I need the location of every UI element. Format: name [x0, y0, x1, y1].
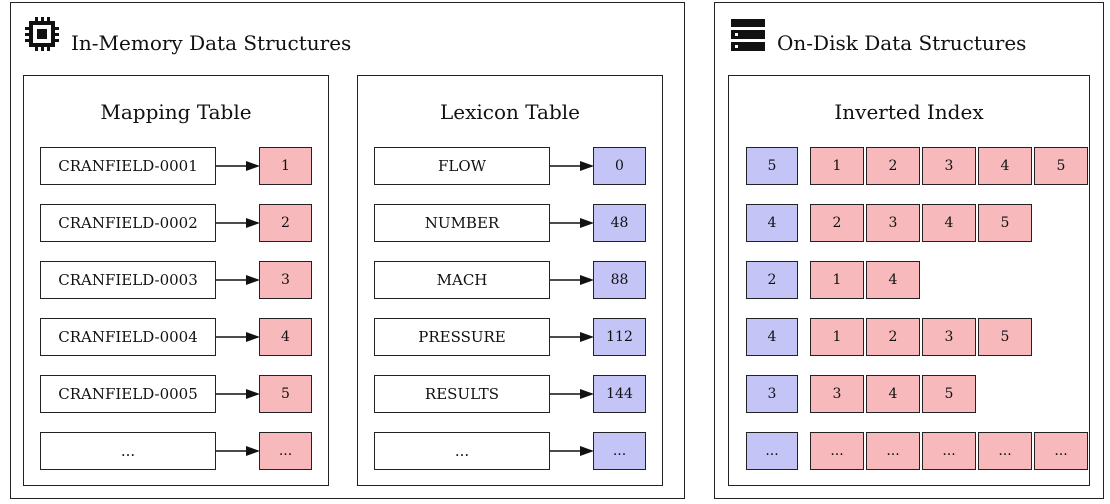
key-box: CRANFIELD-0001: [40, 147, 216, 185]
key-box: CRANFIELD-0005: [40, 375, 216, 413]
posting-count-cell: 4: [746, 204, 798, 242]
key-box: CRANFIELD-0002: [40, 204, 216, 242]
posting-count-cell: 2: [746, 261, 798, 299]
posting-doc-cell: 4: [866, 261, 920, 299]
posting-doc-cell: ...: [866, 432, 920, 470]
on-disk-panel: On-Disk Data Structures Inverted Index 5…: [714, 2, 1104, 499]
posting-doc-cell: 4: [922, 204, 976, 242]
key-box: MACH: [374, 261, 550, 299]
posting-doc-cell: 5: [978, 204, 1032, 242]
posting-doc-cell: 4: [866, 375, 920, 413]
key-box: CRANFIELD-0003: [40, 261, 216, 299]
server-storage-icon: [731, 19, 765, 55]
posting-doc-cell: 4: [978, 147, 1032, 185]
value-cell: 48: [593, 204, 646, 242]
arrow: [550, 218, 594, 228]
mapping-table-title: Mapping Table: [100, 100, 252, 124]
value-cell: 4: [259, 318, 312, 356]
posting-doc-cell: 3: [810, 375, 864, 413]
value-cell: 88: [593, 261, 646, 299]
arrow: [216, 275, 260, 285]
arrow: [550, 275, 594, 285]
posting-doc-cell: 3: [866, 204, 920, 242]
lexicon-table-title: Lexicon Table: [439, 100, 581, 124]
posting-doc-cell: ...: [810, 432, 864, 470]
in-memory-panel: In-Memory Data Structures Mapping Table …: [10, 2, 685, 499]
posting-doc-cell: 3: [922, 147, 976, 185]
arrow: [550, 446, 594, 456]
posting-doc-cell: ...: [1034, 432, 1088, 470]
value-cell: 3: [259, 261, 312, 299]
arrow: [550, 161, 594, 171]
posting-doc-cell: 5: [1034, 147, 1088, 185]
posting-doc-cell: ...: [978, 432, 1032, 470]
posting-count-cell: ...: [746, 432, 798, 470]
key-box: NUMBER: [374, 204, 550, 242]
in-memory-title: In-Memory Data Structures: [71, 31, 352, 55]
arrow: [550, 389, 594, 399]
posting-doc-cell: 5: [978, 318, 1032, 356]
value-cell: 112: [593, 318, 646, 356]
arrow: [216, 389, 260, 399]
posting-doc-cell: 2: [866, 318, 920, 356]
arrow: [216, 446, 260, 456]
value-cell: 0: [593, 147, 646, 185]
inverted-index-title: Inverted Index: [834, 100, 984, 124]
arrow: [216, 332, 260, 342]
key-box: ...: [40, 432, 216, 470]
key-box: CRANFIELD-0004: [40, 318, 216, 356]
value-cell: 2: [259, 204, 312, 242]
value-cell: ...: [259, 432, 312, 470]
posting-doc-cell: ...: [922, 432, 976, 470]
arrow: [216, 161, 260, 171]
arrow: [550, 332, 594, 342]
value-cell: 5: [259, 375, 312, 413]
value-cell: 144: [593, 375, 646, 413]
posting-count-cell: 4: [746, 318, 798, 356]
posting-doc-cell: 5: [922, 375, 976, 413]
posting-doc-cell: 2: [810, 204, 864, 242]
key-box: RESULTS: [374, 375, 550, 413]
posting-doc-cell: 2: [866, 147, 920, 185]
posting-count-cell: 3: [746, 375, 798, 413]
value-cell: ...: [593, 432, 646, 470]
on-disk-title: On-Disk Data Structures: [777, 31, 1027, 55]
posting-count-cell: 5: [746, 147, 798, 185]
posting-doc-cell: 1: [810, 318, 864, 356]
key-box: ...: [374, 432, 550, 470]
key-box: FLOW: [374, 147, 550, 185]
cpu-chip-icon: [25, 17, 59, 55]
value-cell: 1: [259, 147, 312, 185]
arrow: [216, 218, 260, 228]
posting-doc-cell: 1: [810, 261, 864, 299]
posting-doc-cell: 1: [810, 147, 864, 185]
key-box: PRESSURE: [374, 318, 550, 356]
posting-doc-cell: 3: [922, 318, 976, 356]
